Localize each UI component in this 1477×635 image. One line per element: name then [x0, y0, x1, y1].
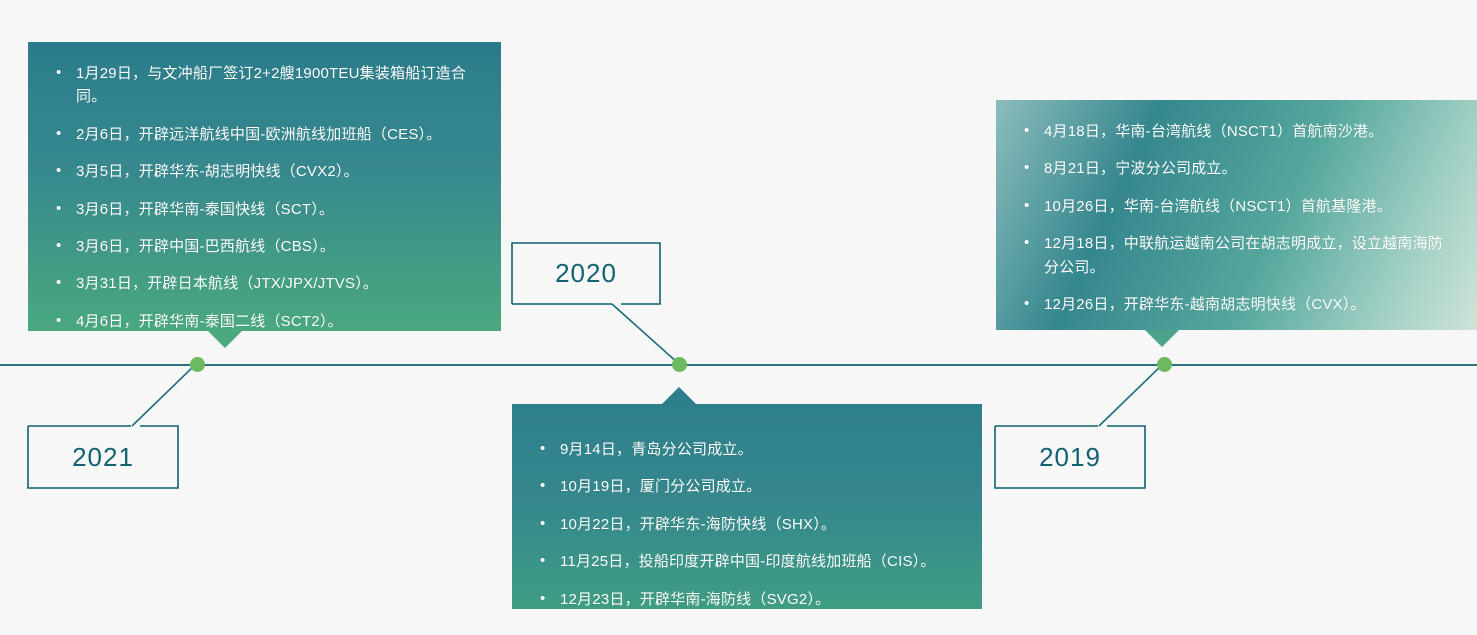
list-item: 2月6日，开辟远洋航线中国-欧洲航线加班船（CES）。 [54, 122, 475, 146]
connector-line-2021 [131, 363, 197, 427]
list-item: 4月6日，开辟华南-泰国二线（SCT2）。 [54, 309, 475, 333]
card-pointer-2019 [1145, 330, 1179, 347]
list-item: 8月21日，宁波分公司成立。 [1022, 156, 1451, 180]
year-label-2020[interactable]: 2020 [512, 243, 660, 304]
year-label-2019[interactable]: 2019 [995, 426, 1145, 488]
list-item: 12月23日，开辟华南-海防线（SVG2）。 [538, 587, 956, 611]
list-item: 3月5日，开辟华东-胡志明快线（CVX2）。 [54, 159, 475, 183]
event-card-2021: 1月29日，与文冲船厂签订2+2艘1900TEU集装箱船订造合同。 2月6日，开… [28, 42, 501, 348]
card-pointer-2021 [208, 331, 242, 348]
event-list-2020: 9月14日，青岛分公司成立。 10月19日，厦门分公司成立。 10月22日，开辟… [538, 437, 956, 611]
list-item: 11月25日，投船印度开辟中国-印度航线加班船（CIS）。 [538, 549, 956, 573]
list-item: 9月14日，青岛分公司成立。 [538, 437, 956, 461]
list-item: 3月6日，开辟华南-泰国快线（SCT）。 [54, 197, 475, 221]
list-item: 10月19日，厦门分公司成立。 [538, 474, 956, 498]
year-label-2021[interactable]: 2021 [28, 426, 178, 488]
list-item: 12月26日，开辟华东-越南胡志明快线（CVX）。 [1022, 292, 1451, 316]
list-item: 10月22日，开辟华东-海防快线（SHX）。 [538, 512, 956, 536]
list-item: 4月18日，华南-台湾航线（NSCT1）首航南沙港。 [1022, 119, 1451, 143]
timeline-axis [0, 364, 1477, 366]
event-list-2019: 4月18日，华南-台湾航线（NSCT1）首航南沙港。 8月21日，宁波分公司成立… [1022, 119, 1451, 316]
connector-line-2020 [611, 303, 680, 365]
timeline-node-2021[interactable] [190, 357, 205, 372]
list-item: 3月6日，开辟中国-巴西航线（CBS）。 [54, 234, 475, 258]
event-card-2019: 4月18日，华南-台湾航线（NSCT1）首航南沙港。 8月21日，宁波分公司成立… [996, 100, 1477, 347]
list-item: 3月31日，开辟日本航线（JTX/JPX/JTVS）。 [54, 271, 475, 295]
timeline-node-2020[interactable] [672, 357, 687, 372]
list-item: 10月26日，华南-台湾航线（NSCT1）首航基隆港。 [1022, 194, 1451, 218]
event-card-2020: 9月14日，青岛分公司成立。 10月19日，厦门分公司成立。 10月22日，开辟… [512, 387, 982, 611]
card-pointer-2020 [662, 387, 696, 404]
list-item: 12月18日，中联航运越南公司在胡志明成立，设立越南海防分公司。 [1022, 231, 1451, 279]
event-list-2021: 1月29日，与文冲船厂签订2+2艘1900TEU集装箱船订造合同。 2月6日，开… [54, 61, 475, 333]
year-label-text: 2021 [72, 441, 134, 472]
timeline-node-2019[interactable] [1157, 357, 1172, 372]
year-label-text: 2020 [555, 258, 617, 288]
year-label-text: 2019 [1039, 441, 1101, 472]
connector-line-2019 [1098, 363, 1164, 427]
list-item: 1月29日，与文冲船厂签订2+2艘1900TEU集装箱船订造合同。 [54, 61, 475, 109]
